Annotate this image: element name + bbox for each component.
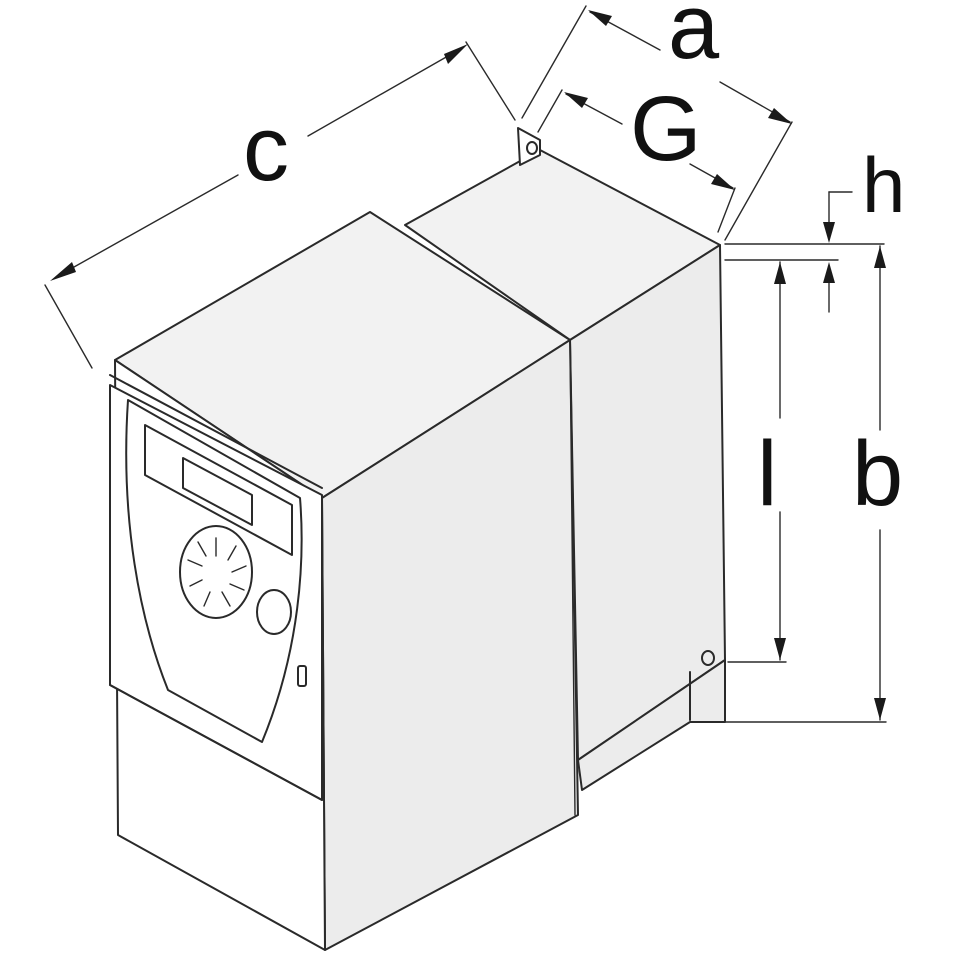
- l-arrow-top: [774, 262, 786, 284]
- a-extension-right: [724, 121, 793, 241]
- base-plate: [577, 659, 726, 791]
- label-h: h: [862, 141, 905, 229]
- g-arrow-right: [711, 174, 735, 190]
- b-arrow-top: [874, 246, 886, 268]
- mounting-tab-top: [517, 127, 541, 166]
- g-extension-right: [717, 187, 736, 233]
- jog-dial: [179, 525, 253, 619]
- g-extension-left: [537, 89, 563, 133]
- dimension-c: c: [44, 41, 516, 369]
- a-extension-left: [521, 5, 587, 119]
- c-extension-right: [465, 41, 516, 121]
- c-dimension-line-right: [307, 47, 463, 137]
- dimension-b: b: [724, 245, 903, 723]
- label-l: l: [757, 423, 777, 525]
- dimension-g: G: [537, 78, 736, 233]
- cover-bezel-curve: [125, 399, 303, 743]
- stop-button: [256, 589, 292, 635]
- c-dimension-line-left: [57, 174, 239, 277]
- label-a: a: [668, 0, 720, 78]
- label-b: b: [852, 423, 903, 525]
- h-arrow-bottom: [823, 262, 835, 283]
- cover-latch: [297, 665, 307, 687]
- display-screen: [182, 457, 253, 526]
- side-seam: [569, 339, 576, 816]
- b-arrow-bottom: [874, 698, 886, 720]
- front-cover: [109, 374, 323, 801]
- l-arrow-bottom: [774, 638, 786, 660]
- label-g: G: [630, 78, 702, 180]
- a-arrow-left: [588, 10, 612, 26]
- dimension-a: a: [521, 0, 793, 241]
- a-arrow-right: [768, 108, 792, 124]
- dimension-l: l: [727, 261, 787, 663]
- h-arrow-top: [823, 222, 835, 243]
- label-c: c: [243, 98, 289, 200]
- rear-body: [404, 127, 726, 791]
- mounting-hole-top: [526, 141, 538, 155]
- mounting-hole-bottom: [701, 650, 715, 666]
- c-arrow-right: [444, 44, 468, 64]
- g-arrow-left: [564, 92, 588, 108]
- jog-dial-ticks: [187, 537, 247, 607]
- cover-bottom-edge: [109, 684, 323, 801]
- cover-top-edge: [109, 374, 323, 489]
- c-arrow-left: [50, 262, 76, 281]
- c-extension-left: [44, 284, 93, 369]
- dimension-h: h: [724, 141, 905, 313]
